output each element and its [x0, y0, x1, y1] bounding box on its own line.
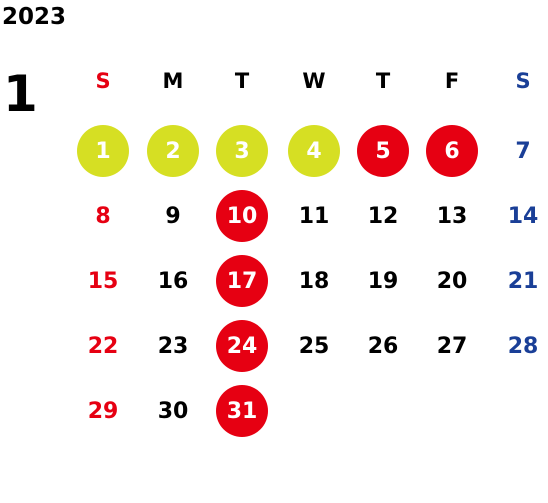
day-cell-12: 12: [367, 203, 399, 229]
weekday-header-1: M: [162, 69, 184, 93]
day-cell-3: 3: [216, 125, 268, 177]
weekday-header-6: S: [515, 69, 531, 93]
day-cell-15: 15: [87, 268, 119, 294]
weekday-header-4: T: [375, 69, 391, 93]
day-cell-4: 4: [288, 125, 340, 177]
year-label: 2023: [2, 4, 67, 30]
day-cell-23: 23: [157, 333, 189, 359]
day-cell-16: 16: [157, 268, 189, 294]
day-cell-11: 11: [298, 203, 330, 229]
day-cell-19: 19: [367, 268, 399, 294]
day-cell-30: 30: [157, 398, 189, 424]
day-cell-26: 26: [367, 333, 399, 359]
day-cell-28: 28: [507, 333, 539, 359]
day-cell-6: 6: [426, 125, 478, 177]
day-cell-24: 24: [216, 320, 268, 372]
day-cell-20: 20: [436, 268, 468, 294]
day-cell-29: 29: [87, 398, 119, 424]
day-cell-22: 22: [87, 333, 119, 359]
day-cell-14: 14: [507, 203, 539, 229]
weekday-header-0: S: [95, 69, 111, 93]
weekday-header-5: F: [444, 69, 460, 93]
day-cell-18: 18: [298, 268, 330, 294]
day-cell-7: 7: [515, 138, 531, 164]
day-cell-21: 21: [507, 268, 539, 294]
day-cell-31: 31: [216, 385, 268, 437]
day-cell-9: 9: [165, 203, 181, 229]
weekday-header-3: W: [302, 69, 326, 93]
day-cell-5: 5: [357, 125, 409, 177]
day-cell-2: 2: [147, 125, 199, 177]
day-cell-27: 27: [436, 333, 468, 359]
month-number: 1: [3, 65, 38, 123]
day-cell-17: 17: [216, 255, 268, 307]
day-cell-8: 8: [95, 203, 111, 229]
day-cell-10: 10: [216, 190, 268, 242]
day-cell-25: 25: [298, 333, 330, 359]
weekday-header-2: T: [234, 69, 250, 93]
day-cell-1: 1: [77, 125, 129, 177]
day-cell-13: 13: [436, 203, 468, 229]
